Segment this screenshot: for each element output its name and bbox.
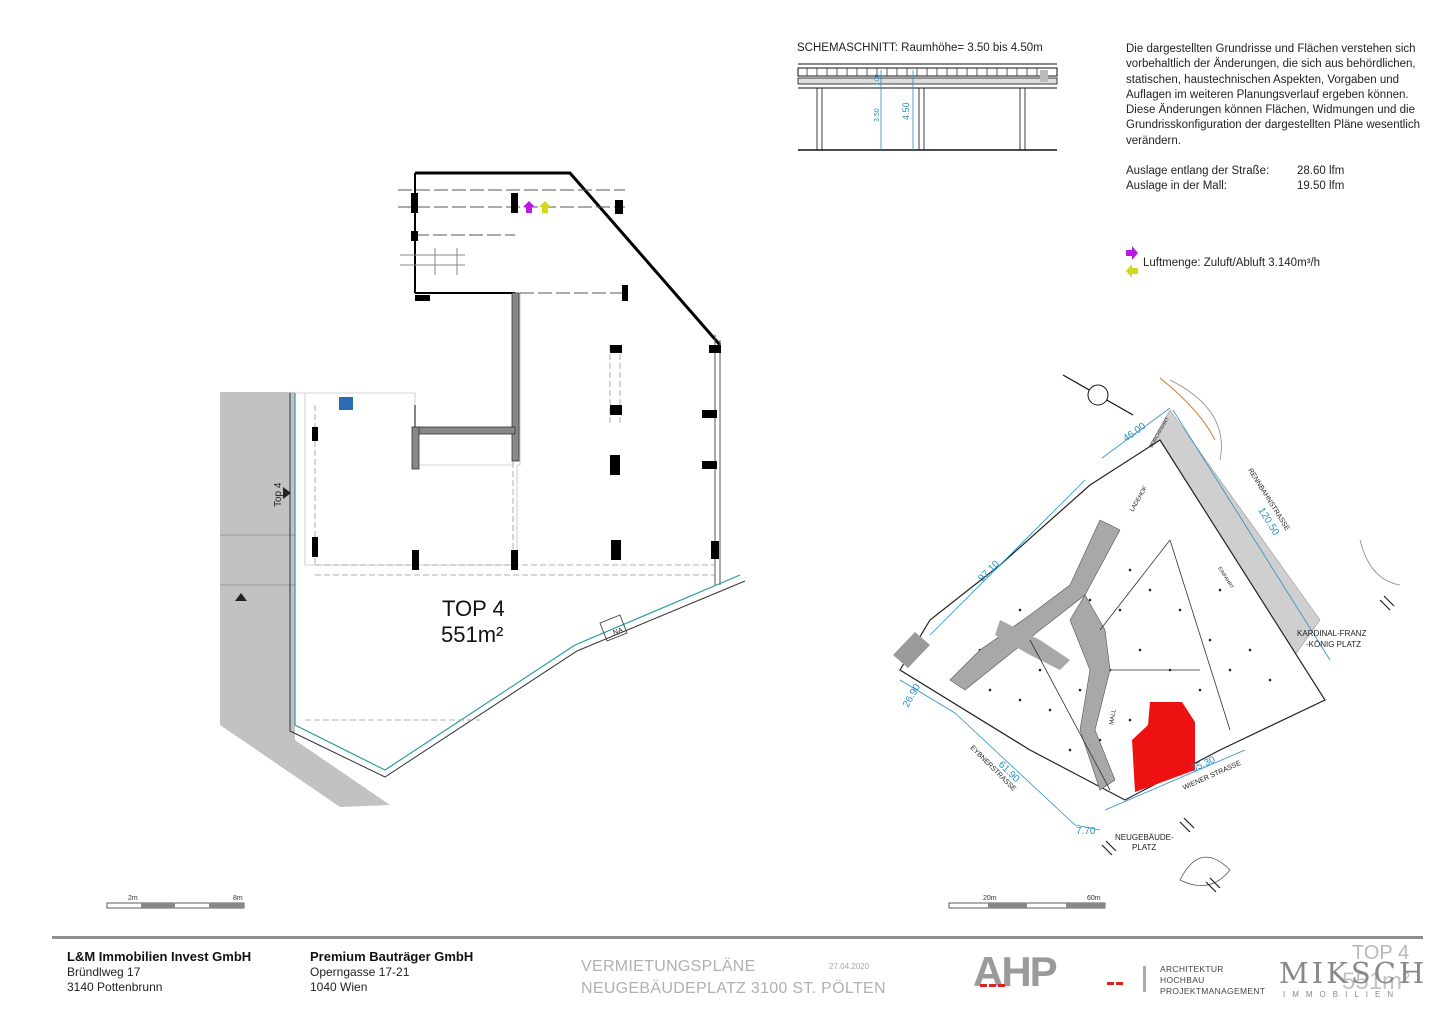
- site-scale-label-right: 60m: [1087, 895, 1101, 902]
- na-label: NA: [612, 627, 624, 637]
- plans-title: VERMIETUNGSPLÄNE NEUGEBÄUDEPLATZ 3100 ST…: [581, 956, 886, 1000]
- air-arrows-icon: [1126, 246, 1138, 278]
- neighbour-area: [220, 392, 390, 807]
- scale-label-right: 8m: [233, 895, 243, 902]
- unit-name: TOP 4: [442, 596, 505, 621]
- company-lm-city: 3140 Pottenbrunn: [67, 980, 163, 994]
- north-arrow-icon: [1062, 374, 1134, 416]
- auslage-list: Auslage entlang der Straße: 28.60 lfm Au…: [1126, 164, 1344, 194]
- dim-770: 7.70: [1076, 826, 1096, 837]
- schema-dim-450: 4.50: [901, 102, 911, 120]
- street-kardinal-1: KARDINAL-FRANZ: [1297, 629, 1366, 638]
- company-premium: Premium Bauträger GmbH Operngasse 17-21 …: [310, 948, 473, 995]
- company-lm: L&M Immobilien Invest GmbH Bründlweg 17 …: [67, 948, 251, 995]
- extinguisher-icon: [339, 397, 353, 410]
- site-scale-label-left: 20m: [983, 895, 997, 902]
- company-lm-street: Bründlweg 17: [67, 965, 141, 979]
- auslage-row-street: Auslage entlang der Straße: 28.60 lfm: [1126, 164, 1344, 179]
- plans-title-line2: NEUGEBÄUDEPLATZ 3100 ST. PÖLTEN: [581, 980, 886, 997]
- entrance-arrow-icon: [235, 593, 247, 601]
- site-plan: 46.00 97.10 120.50 26.90 61.90 35.30 7.7…: [893, 374, 1401, 893]
- unit-area: 551m²: [441, 622, 504, 647]
- ahp-secondary-mark-icon: [1107, 966, 1146, 992]
- ahp-logo: AHP: [973, 948, 1058, 995]
- floorplan-scale-bar: [106, 902, 245, 909]
- street-kardinal-2: -KÖNIG PLATZ: [1306, 640, 1361, 649]
- corner-unit-area: 551m²: [1342, 968, 1411, 995]
- corner-unit-name: TOP 4: [1352, 942, 1410, 964]
- auslage-label: Auslage in der Mall:: [1126, 180, 1227, 192]
- miksch-subtitle: IMMOBILIEN: [1283, 990, 1401, 999]
- ahp-subtitle: ARCHITEKTUR HOCHBAU PROJEKTMANAGEMENT: [1160, 964, 1265, 997]
- company-lm-name: L&M Immobilien Invest GmbH: [67, 949, 252, 964]
- dim-46: 46.00: [1121, 421, 1148, 445]
- schema-dim-100: 1.00: [875, 74, 881, 86]
- floorplan: NA Top 4: [220, 171, 746, 807]
- schema-title: SCHEMASCHNITT: Raumhöhe= 3.50 bis 4.50m: [797, 42, 1043, 54]
- scale-label-left: 2m: [128, 895, 138, 902]
- company-premium-name: Premium Bauträger GmbH: [310, 949, 474, 964]
- air-legend: Luftmenge: Zuluft/Abluft 3.140m³/h: [1124, 246, 1320, 280]
- air-legend-text: Luftmenge: Zuluft/Abluft 3.140m³/h: [1143, 257, 1321, 269]
- unit-arrow-icon: [283, 487, 291, 499]
- ahp-line2: HOCHBAU: [1160, 975, 1205, 985]
- street-neugebaeude-2: PLATZ: [1132, 843, 1156, 852]
- mall-label: MALL: [1109, 708, 1118, 725]
- street-neugebaeude-1: NEUGEBÄUDE-: [1115, 833, 1174, 842]
- unit-highlight: [1132, 702, 1195, 792]
- site-scale-bar: [948, 902, 1106, 909]
- auslage-row-mall: Auslage in der Mall: 19.50 lfm: [1126, 179, 1344, 194]
- zuluft-outlet-icon: [523, 201, 535, 213]
- disclaimer-text: Die dargestellten Grundrisse und Flächen…: [1126, 43, 1421, 147]
- plan-date: 27.04.2020: [829, 962, 870, 971]
- ahp-red-mark-icon: [980, 984, 1005, 987]
- dim-2690: 26.90: [901, 682, 923, 710]
- ahp-line3: PROJEKTMANAGEMENT: [1160, 986, 1266, 996]
- auslage-value: 19.50 lfm: [1297, 180, 1345, 192]
- footer-divider: [52, 936, 1423, 939]
- miksch-logo: MIKSCH: [1279, 956, 1428, 990]
- plans-title-line1: VERMIETUNGSPLÄNE: [581, 958, 756, 975]
- schema-dim-350: 3.50: [874, 108, 881, 122]
- company-premium-city: 1040 Wien: [310, 980, 368, 994]
- abluft-outlet-icon: [539, 201, 551, 213]
- company-premium-street: Operngasse 17-21: [310, 965, 410, 979]
- ahp-line1: ARCHITEKTUR: [1160, 964, 1224, 974]
- auslage-value: 28.60 lfm: [1297, 165, 1345, 177]
- auslage-label: Auslage entlang der Straße:: [1126, 165, 1270, 177]
- section-diagram: 3.50 4.50 1.00: [797, 63, 1058, 151]
- side-unit-label: Top 4: [273, 482, 284, 507]
